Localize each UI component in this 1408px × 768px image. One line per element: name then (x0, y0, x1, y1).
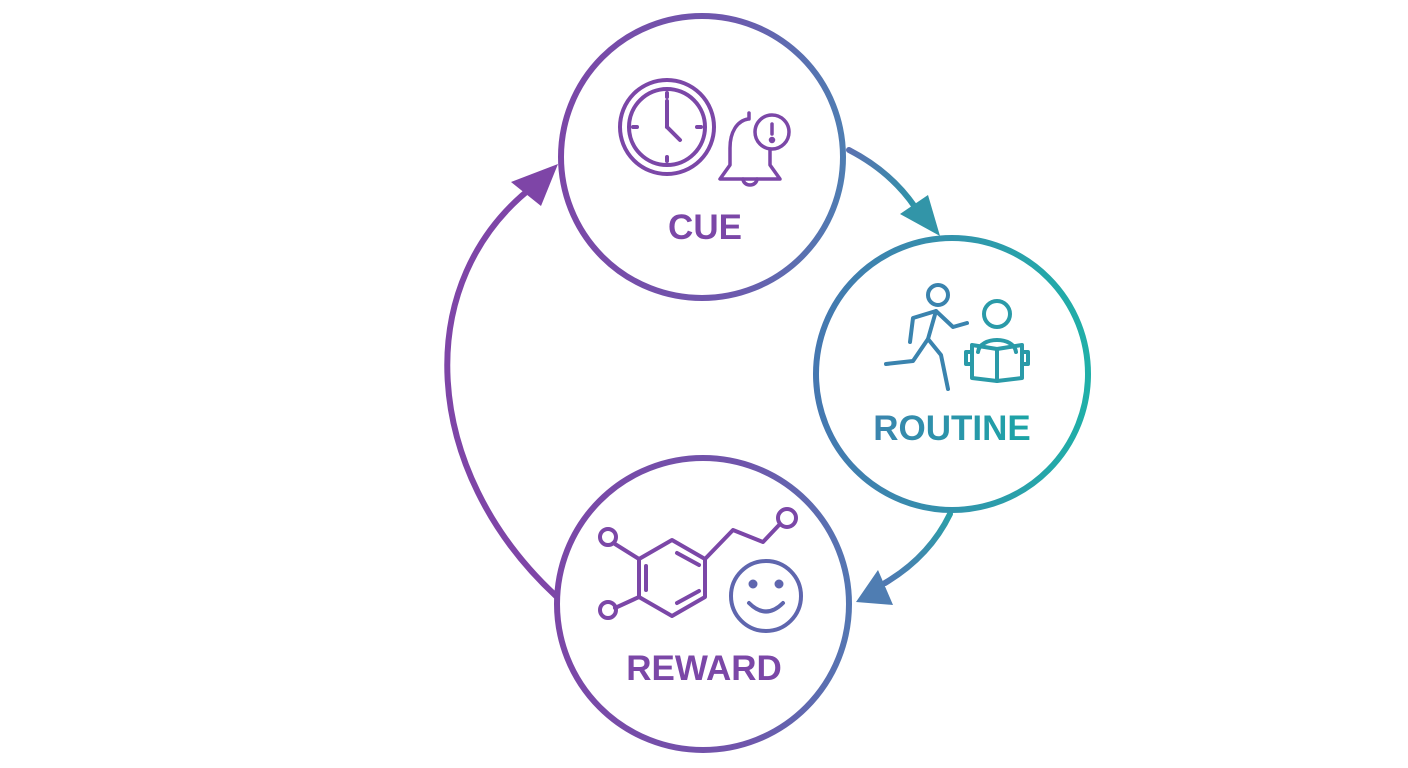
running-person-icon (884, 283, 969, 391)
arrowhead-icon (511, 164, 558, 206)
arrowhead-icon (856, 570, 893, 605)
routine-label: ROUTINE (873, 409, 1031, 448)
bell-alert-icon (718, 111, 791, 187)
node-cue: CUE (558, 13, 846, 301)
arrowhead-icon (900, 195, 940, 236)
arrow-routine-to-reward (856, 511, 953, 605)
arrow-cue-to-routine (846, 147, 940, 236)
smiley-face-icon (729, 559, 803, 633)
cue-label: CUE (668, 208, 742, 247)
dopamine-molecule-icon (598, 507, 798, 620)
reward-label: REWARD (626, 649, 782, 688)
node-reward: REWARD (554, 455, 852, 753)
reading-person-icon (964, 299, 1030, 383)
node-routine: ROUTINE (813, 235, 1091, 513)
clock-icon (618, 78, 716, 176)
arrow-reward-to-cue (444, 164, 559, 599)
